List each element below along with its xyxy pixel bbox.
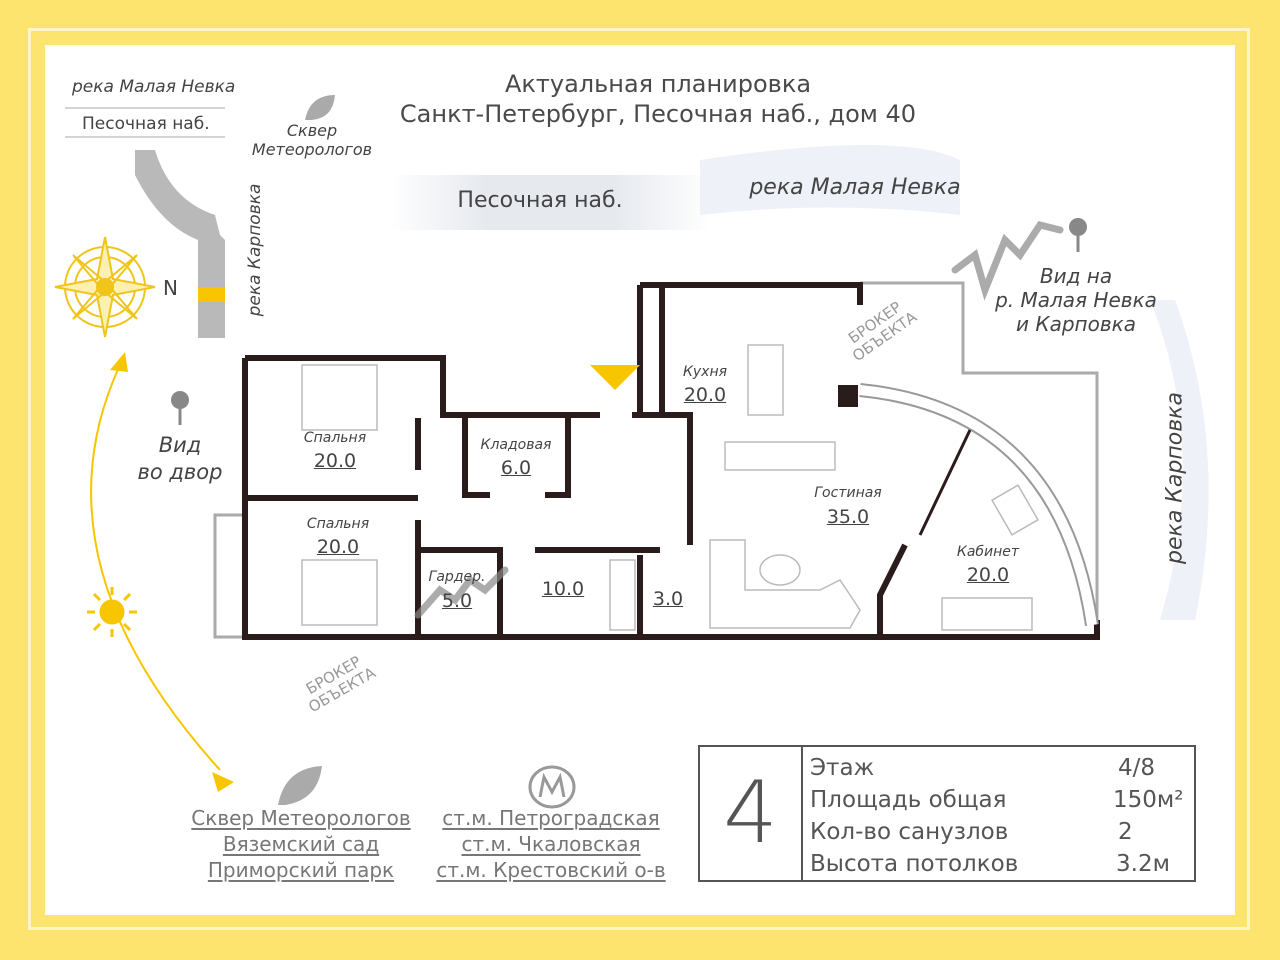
title-line-2: Санкт-Петербург, Песочная наб., дом 40 xyxy=(399,100,917,128)
room-name: Спальня xyxy=(303,430,367,446)
park-link[interactable]: Сквер Метеорологов xyxy=(191,806,411,830)
sun-icon xyxy=(87,587,137,637)
river-shade xyxy=(700,145,960,215)
river-karpovka-left: река Карповка xyxy=(245,183,265,317)
partition xyxy=(918,429,972,536)
room-name: Спальня xyxy=(306,516,370,532)
arrow-icon xyxy=(212,772,234,792)
room-area: 20.0 xyxy=(316,536,360,558)
sun-path-arc xyxy=(90,364,221,771)
view-yard-line: во двор xyxy=(137,460,223,484)
park-link[interactable]: Вяземский сад xyxy=(222,832,380,856)
view-right-line: р. Малая Невка xyxy=(995,288,1157,312)
square-label-line: Метеорологов xyxy=(251,140,373,159)
room-name: Кухня xyxy=(682,364,728,380)
info-label: Кол-во санузлов xyxy=(810,819,1009,845)
info-value: 2 xyxy=(1118,819,1133,845)
apartment-marker xyxy=(198,287,225,302)
metro-icon xyxy=(528,765,576,809)
leaf-icon xyxy=(278,766,322,805)
room-name: Кладовая xyxy=(480,437,552,453)
metro-link[interactable]: ст.м. Петроградская xyxy=(442,806,660,830)
metro-link[interactable]: ст.м. Крестовский о-в xyxy=(436,858,666,882)
watermark-logo xyxy=(414,221,1064,619)
info-value: 4/8 xyxy=(1118,755,1156,781)
arrow-icon xyxy=(110,352,128,372)
entrance-marker xyxy=(590,365,640,390)
embankment-band xyxy=(390,175,710,230)
apartment-info-box: 4 Этаж 4/8 Площадь общая 150м² Кол-во са… xyxy=(698,745,1196,882)
room-area: 3.0 xyxy=(652,588,684,610)
walls xyxy=(242,282,1100,640)
room-area: 6.0 xyxy=(500,457,532,479)
river-karpovka-right: река Карповка xyxy=(1162,392,1188,564)
room-name: Гостиная xyxy=(814,485,882,501)
info-value: 150м² xyxy=(1113,787,1184,813)
info-value: 3.2м xyxy=(1116,851,1170,877)
room-name: Гардер. xyxy=(428,569,486,585)
pin-icon xyxy=(171,391,189,425)
room-name: Кабинет xyxy=(956,544,1020,560)
view-right-line: и Карповка xyxy=(1016,312,1136,336)
compass-icon xyxy=(54,236,156,338)
view-right-label: Вид на р. Малая Невка и Карповка xyxy=(995,264,1157,336)
room-area: 35.0 xyxy=(826,506,870,528)
room-area: 20.0 xyxy=(966,564,1010,586)
pin-icon xyxy=(1069,218,1087,252)
frame-border xyxy=(28,28,1250,930)
floor-number: 4 xyxy=(700,747,803,880)
north-label: N xyxy=(163,276,178,300)
info-label: Высота потолков xyxy=(810,851,1019,877)
building-outline-icon xyxy=(135,150,225,338)
terrace-outline xyxy=(860,281,1099,637)
room-area: 10.0 xyxy=(541,578,585,600)
room-area: 5.0 xyxy=(441,590,473,612)
river-label-top: река Малая Невка xyxy=(749,175,961,200)
balcony-outline xyxy=(213,513,245,639)
view-yard-label: Вид во двор xyxy=(138,432,223,486)
info-label: Площадь общая xyxy=(810,787,1007,813)
square-label-line: Сквер xyxy=(286,121,338,140)
room-area: 20.0 xyxy=(683,384,727,406)
info-label: Этаж xyxy=(810,755,875,781)
room-area: 20.0 xyxy=(313,450,357,472)
river-karpovka-shade xyxy=(1150,300,1209,620)
view-right-line: Вид на xyxy=(1039,264,1113,288)
leaf-icon xyxy=(305,95,335,120)
view-yard-line: Вид xyxy=(158,433,202,457)
curved-window-inner xyxy=(859,385,1097,626)
metro-link[interactable]: ст.м. Чкаловская xyxy=(461,832,641,856)
embankment-label-top-left: Песочная наб. xyxy=(82,114,210,134)
title-line-1: Актуальная планировка xyxy=(504,70,812,98)
furniture xyxy=(301,344,1040,631)
square-label: Сквер Метеорологов xyxy=(252,121,372,159)
park-link[interactable]: Приморский парк xyxy=(207,858,395,882)
river-label-top-left: река Малая Невка xyxy=(72,77,236,97)
wall-block xyxy=(838,385,858,407)
embankment-band-label: Песочная наб. xyxy=(457,188,623,213)
